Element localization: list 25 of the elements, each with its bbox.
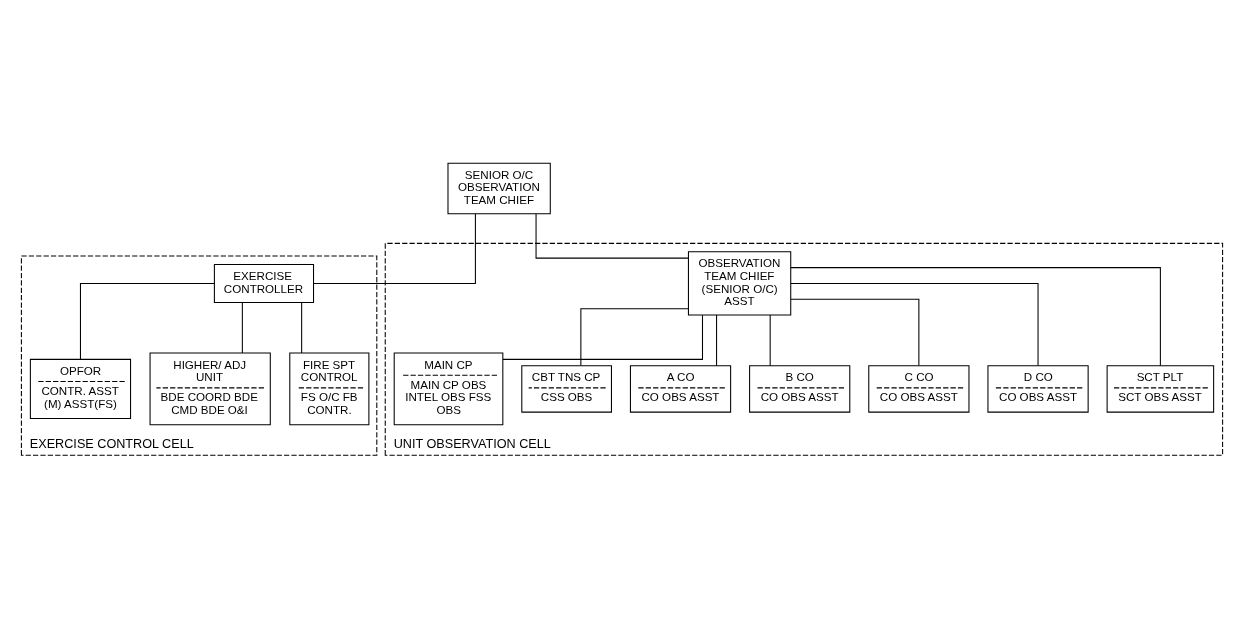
connector — [580, 307, 689, 366]
connector — [241, 301, 243, 354]
connector — [535, 213, 689, 259]
connector — [301, 301, 303, 354]
connector — [769, 314, 771, 366]
node-box: MAIN CP MAIN CP OBS INTEL OBS FSS OBS — [393, 352, 504, 425]
node-box: A CO CO OBS ASST — [629, 364, 732, 413]
node-box: SCT PLT SCT OBS ASST — [1106, 364, 1215, 413]
connector — [790, 282, 1039, 366]
connector — [313, 212, 476, 284]
node-box: EXERCISE CONTROLLER — [213, 263, 315, 303]
connector — [716, 314, 718, 366]
node-box: SENIOR O/C OBSERVATION TEAM CHIEF — [447, 162, 551, 214]
node-box: D CO CO OBS ASST — [987, 364, 1089, 413]
connector — [790, 266, 1161, 366]
connector — [790, 298, 920, 366]
node-box: OBSERVATION TEAM CHIEF (SENIOR O/C) ASST — [687, 250, 792, 316]
node-box: B CO CO OBS ASST — [749, 364, 851, 413]
connector — [502, 314, 704, 360]
node-box: HIGHER/ ADJ UNIT BDE COORD BDE CMD BDE O&I — [149, 352, 271, 425]
connector — [79, 282, 215, 360]
node-box: CBT TNS CP CSS OBS — [521, 364, 612, 413]
node-box: OPFOR CONTR. ASST (M) ASST(FS) — [29, 358, 132, 419]
node-box: FIRE SPT CONTROL FS O/C FB CONTR. — [289, 352, 370, 425]
node-box: C CO CO OBS ASST — [868, 364, 970, 413]
